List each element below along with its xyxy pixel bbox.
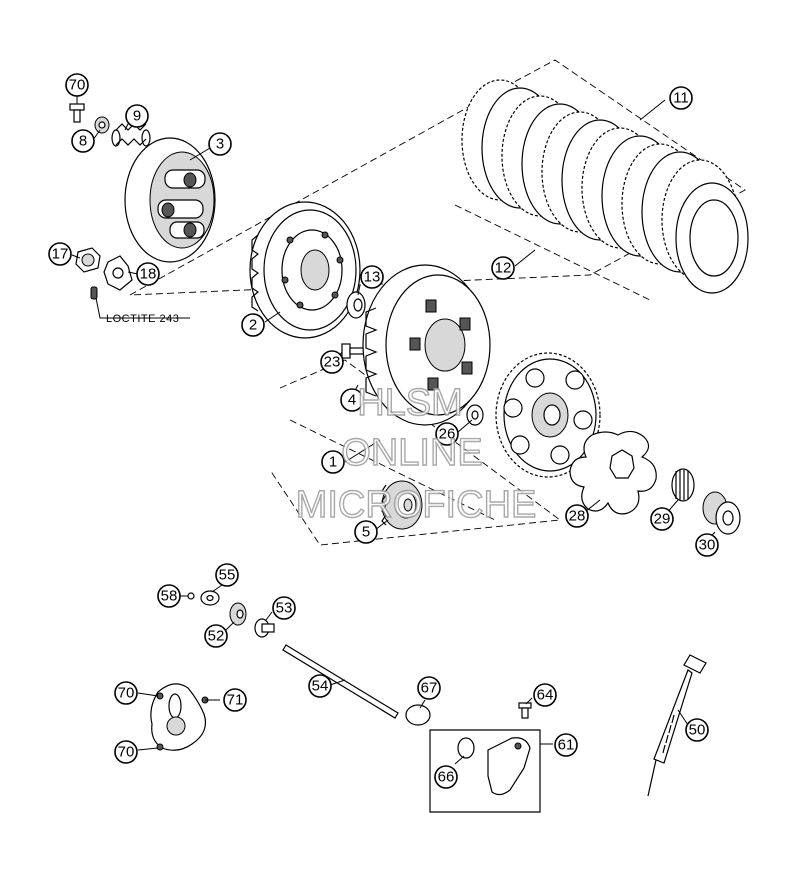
part-number-11: 11	[673, 90, 689, 107]
part-number-2: 2	[249, 317, 257, 334]
part-number-1: 1	[329, 454, 337, 471]
washer-55	[200, 590, 220, 606]
gear-5	[381, 480, 423, 530]
part-number-67: 67	[421, 680, 438, 697]
callout-70-top: 70	[65, 73, 89, 97]
washer-26	[466, 404, 484, 426]
part-number-3: 3	[216, 136, 224, 153]
callout-30: 30	[695, 533, 719, 557]
o-ring-67	[405, 704, 431, 726]
nut-17	[75, 247, 101, 273]
callout-9: 9	[125, 104, 149, 128]
part-number-70: 70	[69, 77, 86, 94]
callout-13: 13	[360, 265, 384, 289]
part-number-29: 29	[654, 511, 671, 528]
part-number-30: 30	[699, 537, 716, 554]
callout-67: 67	[417, 676, 441, 700]
part-number-71: 71	[227, 692, 244, 709]
watermark: HLSM ONLINE MICROFICHE	[295, 381, 537, 526]
part-number-12: 12	[495, 260, 512, 277]
part-number-17: 17	[52, 246, 69, 263]
callout-12: 12	[491, 256, 515, 280]
lock-washer-18	[103, 255, 133, 291]
callout-58: 58	[157, 584, 181, 608]
bolt-23	[341, 343, 365, 359]
callout-3: 3	[208, 132, 232, 156]
part-number-5: 5	[362, 524, 370, 541]
leader-lines	[71, 96, 716, 765]
part-number-23: 23	[324, 354, 341, 371]
bushing-30	[702, 491, 741, 535]
callout-66: 66	[434, 765, 458, 789]
needle-bearing-29	[671, 468, 695, 502]
screw-70-top	[69, 103, 85, 123]
callout-61: 61	[554, 733, 578, 757]
callout-5: 5	[354, 520, 378, 544]
loctite-label: LOCTITE 243	[106, 313, 179, 325]
screw-64	[518, 702, 532, 719]
part-number-26: 26	[439, 426, 456, 443]
syringe-50	[647, 654, 707, 797]
pressure-plate-3	[124, 137, 216, 263]
callout-26: 26	[435, 422, 459, 446]
watermark-line-1: HLSM	[357, 382, 463, 424]
callout-50: 50	[685, 718, 709, 742]
part-number-50: 50	[689, 722, 706, 739]
callout-55: 55	[215, 563, 239, 587]
callout-1: 1	[321, 450, 345, 474]
callout-71: 71	[223, 688, 247, 712]
bearing-52	[229, 602, 247, 626]
part-number-53: 53	[276, 600, 293, 617]
callout-52: 52	[204, 624, 228, 648]
part-number-18: 18	[140, 266, 157, 283]
callout-11: 11	[669, 86, 693, 110]
callout-17: 17	[48, 242, 72, 266]
part-number-9: 9	[133, 108, 141, 125]
callout-28: 28	[565, 504, 589, 528]
callout-64: 64	[533, 683, 557, 707]
primary-gear-28	[495, 352, 601, 478]
part-number-52: 52	[208, 628, 225, 645]
callout-70-left-top: 70	[114, 681, 138, 705]
part-number-64: 64	[537, 687, 554, 704]
pin-58	[187, 592, 195, 600]
callout-18: 18	[136, 262, 160, 286]
callout-8: 8	[71, 129, 95, 153]
callout-23: 23	[320, 350, 344, 374]
part-number-70: 70	[118, 685, 135, 702]
callout-29: 29	[650, 507, 674, 531]
part-number-54: 54	[312, 678, 329, 695]
pressure-piece-53	[254, 618, 275, 638]
star-plate-28	[569, 430, 657, 515]
small-screw-loctite	[90, 286, 98, 300]
clutch-disk-stack-11-12	[461, 79, 749, 294]
part-number-61: 61	[558, 737, 575, 754]
part-number-8: 8	[79, 133, 87, 150]
callout-53: 53	[272, 596, 296, 620]
watermark-line-3: MICROFICHE	[296, 484, 537, 526]
watermark-line-2: ONLINE	[341, 432, 482, 474]
inner-hub-2	[249, 201, 361, 339]
spring-9	[111, 123, 151, 147]
callout-70-left-bottom: 70	[114, 740, 138, 764]
clutch-cover-bracket	[150, 683, 209, 751]
part-number-66: 66	[438, 769, 455, 786]
part-number-70: 70	[118, 744, 135, 761]
callout-2: 2	[241, 313, 265, 337]
part-number-4: 4	[348, 392, 356, 409]
part-number-13: 13	[364, 269, 381, 286]
callout-4: 4	[340, 388, 364, 412]
part-number-58: 58	[161, 588, 178, 605]
part-number-55: 55	[219, 567, 236, 584]
clutch-basket-1	[362, 264, 491, 426]
nut-8	[94, 116, 110, 134]
callout-54: 54	[308, 674, 332, 698]
thrust-washer-13	[346, 291, 366, 319]
slave-cylinder-61-box	[429, 729, 541, 813]
part-number-28: 28	[569, 508, 586, 525]
